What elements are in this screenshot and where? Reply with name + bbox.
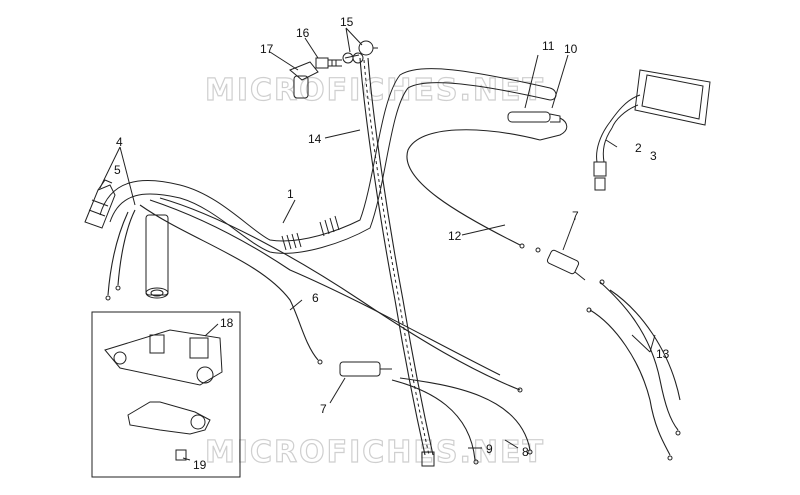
callout-8: 8 — [522, 445, 529, 459]
leader-lines — [99, 27, 656, 461]
callout-9: 9 — [486, 442, 493, 456]
watermark-top: MICROFICHES.NET — [205, 73, 545, 108]
cable-12 — [406, 129, 541, 246]
callout-11: 11 — [542, 39, 555, 53]
callout-6: 6 — [312, 291, 319, 305]
callout-19: 19 — [193, 458, 207, 472]
callout-10: 10 — [564, 42, 578, 56]
callout-labels: 1 2 3 4 5 6 7 7 8 9 10 11 12 13 14 15 16… — [114, 15, 670, 472]
bolt-and-cap — [289, 57, 342, 99]
callout-7-right: 7 — [572, 209, 579, 223]
callout-1: 1 — [287, 187, 294, 201]
cable-12-end — [519, 243, 525, 249]
callout-14: 14 — [308, 132, 322, 146]
callout-3: 3 — [650, 149, 657, 163]
choke-lever — [507, 111, 568, 141]
cables-8-9 — [391, 377, 533, 465]
callout-5: 5 — [114, 163, 121, 177]
callout-7-center: 7 — [320, 402, 327, 416]
callout-15: 15 — [340, 15, 354, 29]
callout-2: 2 — [635, 141, 642, 155]
inset-box — [91, 311, 241, 478]
watermark-bottom: MICROFICHES.NET — [205, 435, 545, 470]
handlebar — [99, 68, 557, 299]
callout-16: 16 — [296, 26, 310, 40]
left-cables — [105, 197, 523, 393]
callout-17: 17 — [260, 42, 274, 56]
callout-4: 4 — [116, 135, 123, 149]
callout-18: 18 — [220, 316, 234, 330]
mirror — [593, 69, 711, 191]
callout-13: 13 — [656, 347, 670, 361]
adjuster-center — [339, 361, 392, 377]
cables-13 — [586, 279, 681, 461]
callout-12: 12 — [448, 229, 462, 243]
adjuster-right — [535, 247, 586, 281]
speedometer-cable — [342, 40, 435, 467]
